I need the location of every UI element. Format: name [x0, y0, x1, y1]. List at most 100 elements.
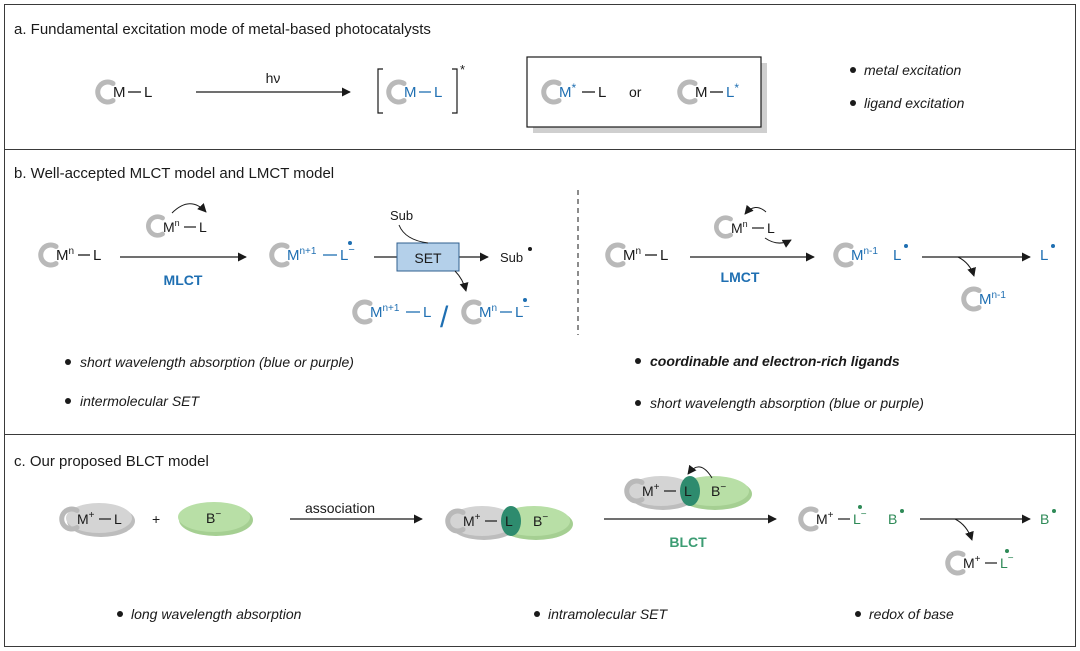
- bullet-text: intramolecular SET: [548, 606, 668, 622]
- metal-label: M+: [642, 482, 660, 499]
- metal-label: Mn-1: [979, 290, 1006, 308]
- bullet-text: ligand excitation: [864, 95, 965, 111]
- catalyst-ring-icon: [272, 245, 287, 265]
- bullet-text: intermolecular SET: [80, 393, 200, 409]
- complex-release-arrow: [954, 518, 974, 541]
- base-cloud: [178, 502, 250, 532]
- bullet-dot: [635, 400, 641, 406]
- bullet-text: redox of base: [869, 606, 954, 622]
- catalyst-ring-icon: [98, 82, 113, 102]
- ligand-radical-label: L: [1040, 247, 1048, 264]
- panel-c-frame: [4, 434, 1076, 647]
- base-label: B−: [533, 512, 548, 529]
- radical-dot: [1051, 244, 1055, 248]
- metal-label: M+: [77, 510, 95, 527]
- excited-star: *: [460, 62, 465, 77]
- radical-dot: [523, 298, 527, 302]
- bullet-dot: [534, 611, 540, 617]
- ligand-label: L: [505, 513, 513, 529]
- ligand-label: L: [144, 84, 152, 101]
- metal-release-arrow: [957, 256, 976, 277]
- bullet-text: short wavelength absorption (blue or pur…: [80, 354, 354, 370]
- panel-c-title: c. Our proposed BLCT model: [14, 453, 209, 470]
- ligand-cloud: [449, 506, 515, 536]
- catalyst-ring-icon: [836, 245, 851, 265]
- catalyst-ring-icon: [608, 245, 623, 265]
- panel-b: b. Well-accepted MLCT model and LMCT mod…: [14, 165, 1055, 411]
- catalyst-ring-icon: [464, 302, 479, 322]
- set-box: [396, 242, 460, 272]
- ligand-label: L−: [1000, 553, 1014, 571]
- bullet-dot: [65, 359, 71, 365]
- bullet-dot: [117, 611, 123, 617]
- metal-label: Mn: [479, 303, 497, 321]
- association-label: association: [305, 500, 375, 516]
- sub-radical-label: Sub: [500, 250, 523, 265]
- metal-label: M+: [816, 510, 834, 527]
- bullet-text: short wavelength absorption (blue or pur…: [650, 395, 924, 411]
- metal-label: Mn: [56, 246, 74, 264]
- base-radical-label: B: [1040, 511, 1049, 527]
- ligand-label: L: [660, 247, 668, 264]
- metal-label: Mn: [731, 219, 748, 236]
- base-radical-label: B: [888, 511, 897, 527]
- electron-transfer-arrow: [687, 464, 713, 479]
- ligand-label: L−: [340, 244, 355, 264]
- bullet-text: metal excitation: [864, 62, 961, 78]
- radical-dot: [904, 244, 908, 248]
- catalyst-ring-icon: [964, 289, 979, 309]
- electron-transfer-arrow: [744, 204, 767, 215]
- excited-ligand-label: L: [434, 84, 442, 101]
- base-label: B−: [711, 482, 726, 499]
- right-bracket: [452, 68, 458, 114]
- radical-dot: [348, 241, 352, 245]
- catalyst-ring-icon: [355, 302, 370, 322]
- metal-label: M: [695, 84, 708, 101]
- ligand-cloud: [66, 503, 132, 533]
- overlap-region: [501, 506, 521, 536]
- bullet-dot: [850, 100, 856, 106]
- electron-transfer-arrow: [171, 203, 207, 214]
- metal-label: Mn+1: [370, 303, 400, 321]
- slash-separator: /: [440, 301, 449, 334]
- ligand-cloud: [628, 476, 694, 506]
- overlap-region: [680, 476, 700, 506]
- bullet-text: long wavelength absorption: [131, 606, 302, 622]
- panel-c: c. Our proposed BLCT model M+ L + B− ass…: [14, 453, 1056, 622]
- panel-b-title: b. Well-accepted MLCT model and LMCT mod…: [14, 165, 334, 182]
- ligand-label: L: [114, 511, 122, 527]
- ligand-label: L−: [515, 301, 530, 321]
- electron-transfer-arrow: [764, 237, 792, 248]
- ligand-label: L: [598, 84, 606, 101]
- ligand-label: L: [767, 220, 775, 236]
- radical-dot: [900, 509, 904, 513]
- metal-label: Mn: [623, 246, 641, 264]
- ligand-label: L−: [853, 509, 867, 527]
- panel-a: a. Fundamental excitation mode of metal-…: [14, 21, 965, 133]
- base-label: B−: [206, 509, 221, 526]
- catalyst-ring-icon: [41, 245, 56, 265]
- product-exit-arrow: [454, 270, 469, 292]
- panel-b-frame: [4, 149, 1076, 435]
- hv-label: hν: [266, 70, 281, 86]
- metal-label: Mn+1: [287, 246, 317, 264]
- ligand-star-label: L*: [726, 81, 739, 101]
- catalyst-ring-icon: [389, 82, 404, 102]
- or-label: or: [629, 84, 642, 100]
- bullet-dot: [65, 398, 71, 404]
- catalyst-ring-icon: [148, 217, 162, 236]
- catalyst-ring-icon: [716, 218, 730, 237]
- metal-label: Mn-1: [851, 246, 878, 264]
- excited-metal-label: M: [404, 84, 417, 101]
- sub-entry-curve: [398, 224, 429, 244]
- bullet-text: coordinable and electron-rich ligands: [650, 353, 900, 369]
- ligand-label: L: [199, 219, 207, 235]
- lmct-label: LMCT: [721, 269, 760, 285]
- sub-label: Sub: [390, 208, 413, 223]
- radical-dot: [1052, 509, 1056, 513]
- bullet-dot: [635, 358, 641, 364]
- blct-label: BLCT: [669, 534, 707, 550]
- metal-label: Mn: [163, 218, 180, 235]
- radical-dot: [1005, 549, 1009, 553]
- bullet-dot: [855, 611, 861, 617]
